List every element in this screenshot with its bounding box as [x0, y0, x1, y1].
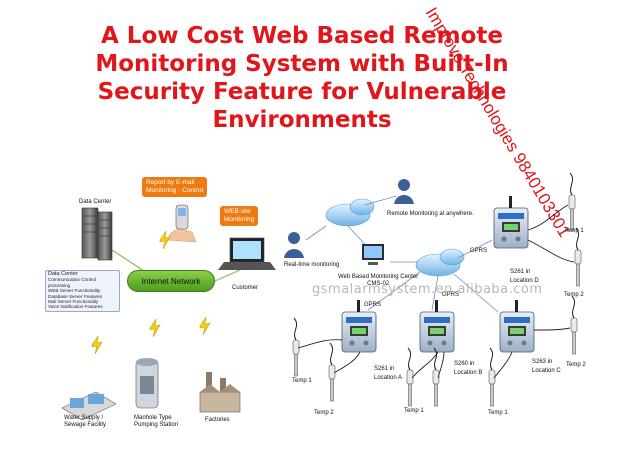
- temp-1-label: Temp 1: [292, 378, 312, 384]
- report-line-1: Report by E-mail: [146, 179, 195, 186]
- data-center-features-box: Data Center Communication Control proces…: [45, 270, 120, 312]
- data-center-server-icon: [81, 207, 113, 261]
- temp-1-label: Temp 1: [488, 410, 508, 416]
- temp-probe: [570, 295, 578, 355]
- dc-features-title: Data Center: [48, 271, 78, 277]
- lightning-icon: [91, 335, 103, 355]
- factories-label: Factories: [205, 417, 230, 423]
- monitoring-center-computer-icon: [362, 244, 384, 265]
- lightning-icon: [159, 230, 171, 250]
- logger-location-d: [493, 195, 529, 249]
- remote-user-icon: [394, 179, 414, 204]
- link-cloud-realtime: [305, 225, 327, 241]
- cloud-icon: [415, 248, 465, 277]
- temp-2-label: Temp 2: [566, 362, 586, 368]
- temp-probe: [568, 172, 576, 232]
- factory-icon: [199, 372, 241, 413]
- site-watermark: gsmalarmsystem.en.alibaba.com: [312, 282, 543, 297]
- temp-2-label: Temp 2: [314, 410, 334, 416]
- water-supply-facility-icon: [61, 391, 117, 421]
- web-line-2: Monitoring: [224, 216, 255, 223]
- remote-monitoring-label: Remote Monitoring at anywhere.: [387, 211, 474, 217]
- gprs-label: GPRS: [364, 302, 382, 308]
- temp-1-label: Temp 1: [564, 228, 584, 234]
- slide-title: A Low Cost Web Based Remote Monitoring S…: [95, 23, 509, 133]
- report-line-2: Monitoring · Control: [146, 187, 204, 194]
- dc-feature: Database Server Features: [48, 293, 102, 299]
- gprs-label: GPRS: [442, 292, 460, 298]
- link-cloud2-loggerA: [367, 271, 421, 311]
- cloud-icon: [325, 198, 375, 227]
- customer-label: Customer: [232, 285, 259, 291]
- report-email-box: Report by E-mail Monitoring · Control: [142, 177, 208, 197]
- temp-probe: [488, 347, 496, 407]
- link-network-customer: [214, 269, 241, 282]
- web-site-box: WEB site Monitoring: [220, 206, 259, 226]
- dc-feature: Voice Notification Features: [48, 304, 103, 310]
- gprs-label: GPRS: [470, 248, 488, 254]
- logger-location-b: [419, 299, 455, 353]
- manhole-pump-station-icon: [135, 358, 159, 409]
- link-cloud2-loggerC: [453, 273, 499, 313]
- temp-probe: [292, 317, 300, 377]
- dc-feature: Communication Control processing: [48, 277, 96, 288]
- temp-probe: [406, 347, 414, 407]
- water-supply-label: Water Supply /Sewage Facility: [64, 415, 107, 428]
- data-center-label: Data Center: [79, 199, 112, 205]
- web-line-1: WEB site: [224, 208, 251, 215]
- realtime-user-icon: [284, 232, 304, 258]
- temp-probe: [574, 227, 582, 287]
- temp-2-label: Temp 2: [564, 292, 584, 298]
- internet-network-pill: Internet Network: [127, 270, 215, 292]
- dc-feature: WEB Server Functionality: [48, 288, 101, 294]
- lightning-icon: [149, 318, 161, 338]
- logger-location-c: [499, 299, 535, 353]
- link-cloud-remote: [364, 195, 397, 206]
- temp-1-label: Temp 1: [404, 408, 424, 414]
- link-cloud2-loggerD: [457, 239, 493, 259]
- mobile-phone-icon: [167, 204, 197, 243]
- dc-feature: Mail Server Functionality: [48, 299, 99, 305]
- lightning-icon: [199, 316, 211, 336]
- realtime-monitoring-label: Real-time monitoring: [284, 262, 340, 268]
- link-cloud2-loggerB: [431, 275, 439, 311]
- laptop-icon: [218, 237, 276, 270]
- temp-probe: [328, 342, 336, 402]
